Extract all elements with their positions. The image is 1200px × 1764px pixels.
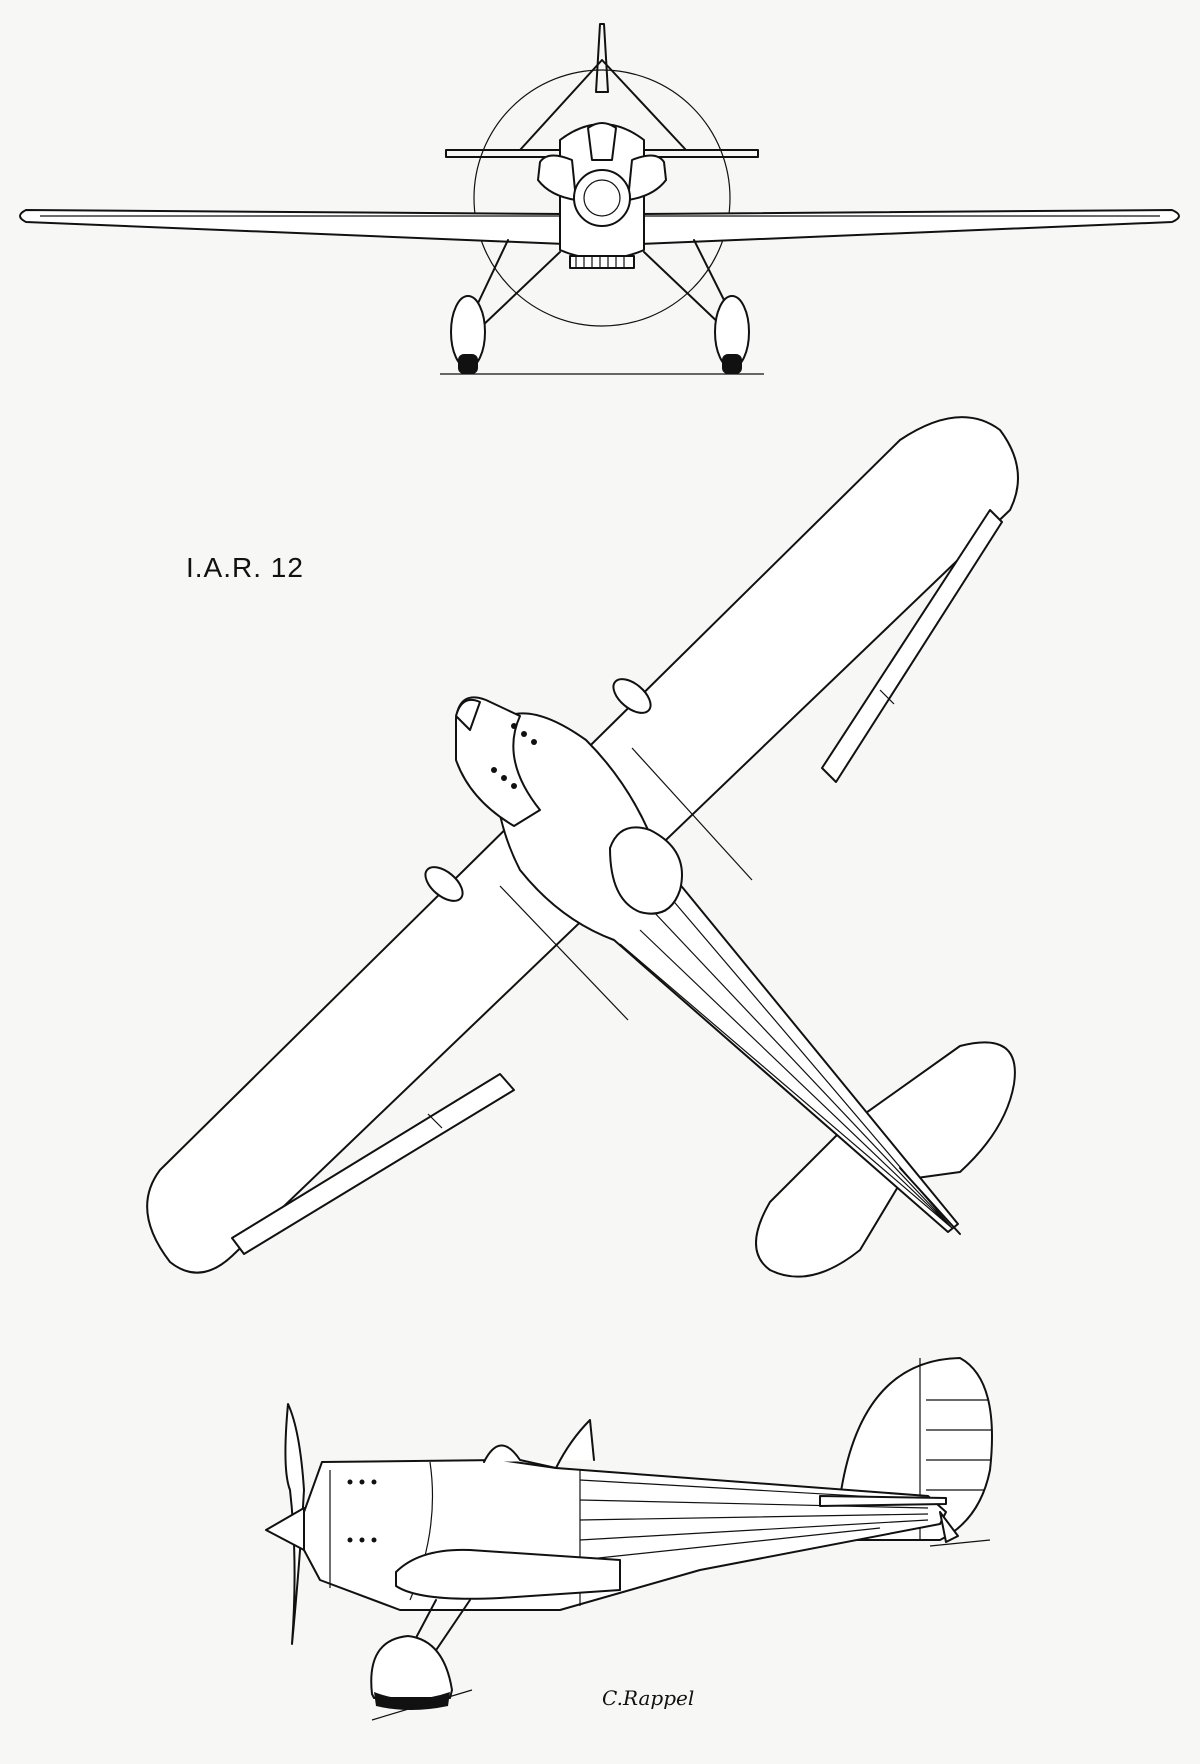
side-wing-root	[395, 1548, 621, 1600]
front-tail-fin	[595, 23, 609, 93]
front-radiator	[569, 255, 635, 269]
top-engine-cowling	[455, 696, 541, 827]
front-engine-cylinder-top	[587, 122, 617, 161]
front-landing-gear-struts	[469, 239, 735, 329]
top-fuselage	[494, 712, 959, 1233]
top-propeller-spinner	[455, 698, 481, 731]
side-cockpit	[483, 1419, 595, 1469]
side-ground-line-front	[371, 1689, 473, 1721]
front-spinner	[573, 169, 631, 227]
front-engine-cylinder-right	[627, 154, 667, 201]
side-tail-wheel	[939, 1511, 959, 1543]
top-view	[146, 416, 1019, 1278]
side-wheel-spat	[370, 1635, 453, 1699]
side-tailplane	[819, 1495, 947, 1507]
top-left-aileron	[231, 1073, 515, 1255]
side-view	[265, 1357, 993, 1721]
artist-signature: C.Rappel	[602, 1686, 695, 1710]
front-tailplane	[445, 149, 759, 158]
front-right-wheel	[714, 295, 750, 374]
front-propeller-disc	[473, 69, 731, 327]
side-ground-line-tail	[929, 1539, 991, 1547]
side-spinner	[265, 1507, 305, 1551]
top-cockpit	[609, 826, 683, 915]
front-engine-cylinder-left	[537, 154, 577, 201]
aircraft-title: I.A.R. 12	[186, 552, 304, 583]
front-cabane-struts	[519, 59, 687, 151]
top-right-aileron	[821, 509, 1003, 783]
front-left-wheel	[450, 295, 486, 374]
front-view	[19, 23, 1180, 375]
